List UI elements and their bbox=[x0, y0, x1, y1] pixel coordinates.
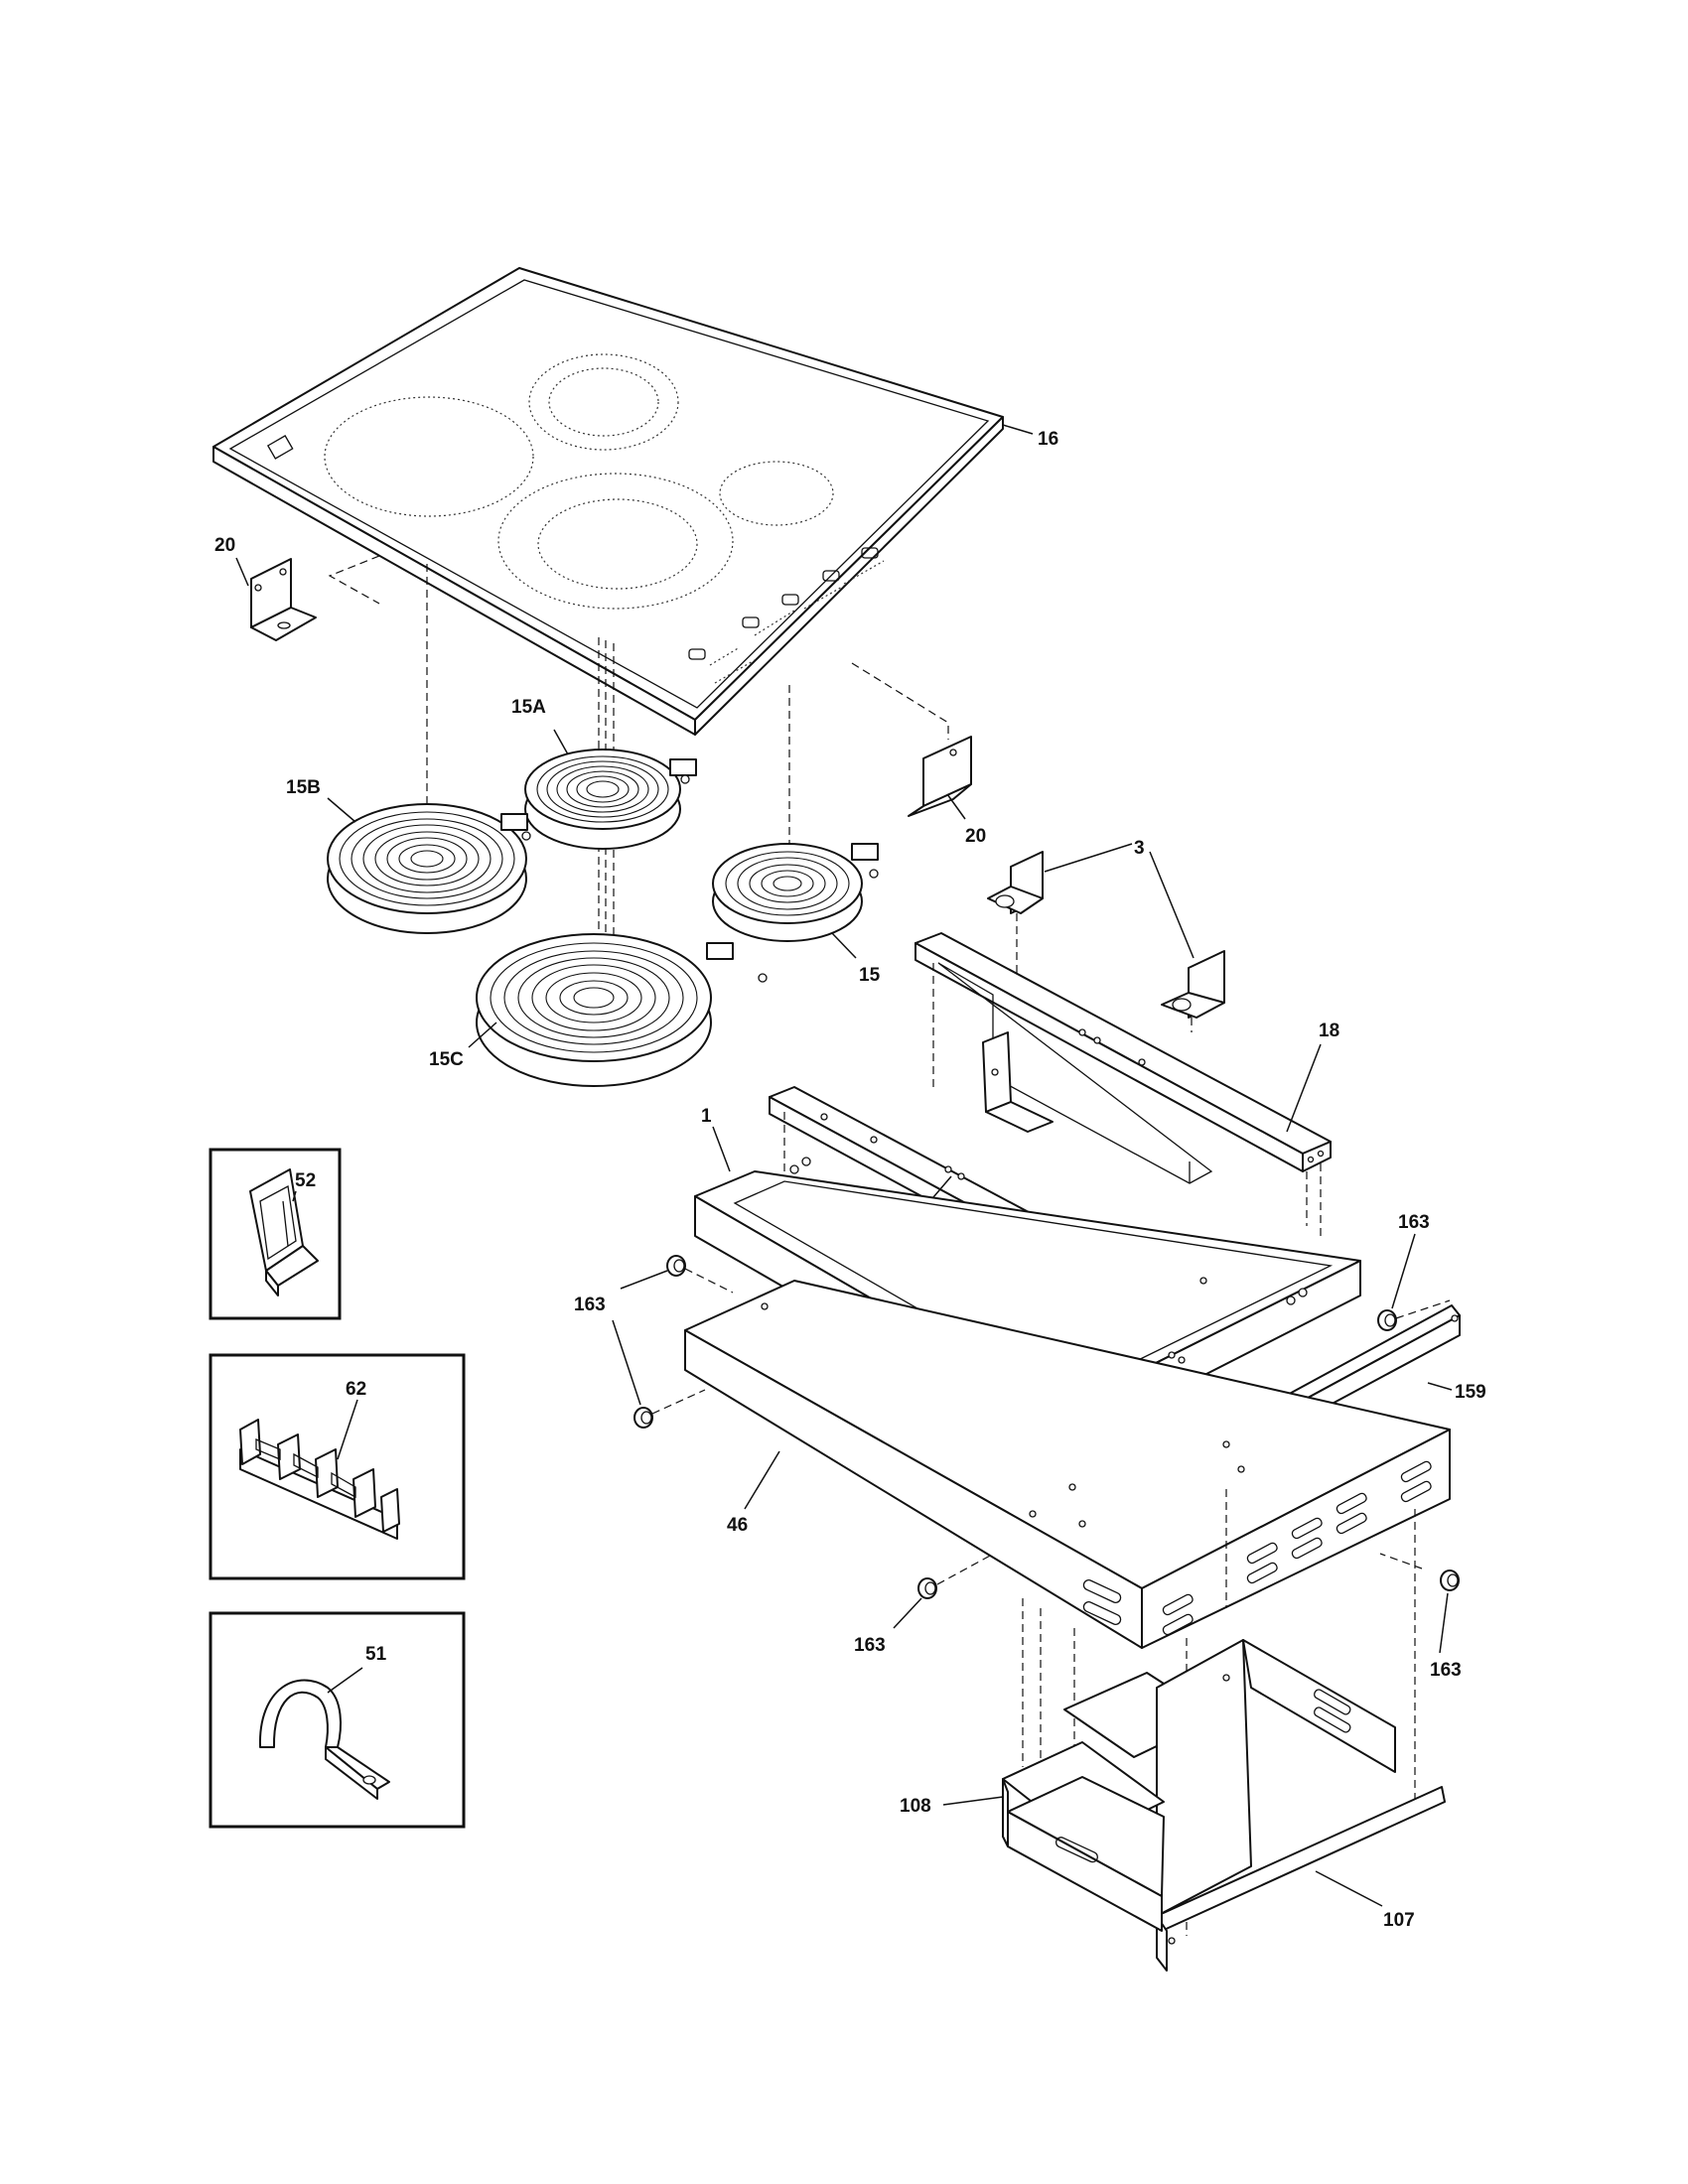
control-knob-markings bbox=[688, 547, 885, 684]
callout-18-upper: 18 bbox=[1319, 1021, 1339, 1041]
callout-1: 1 bbox=[701, 1106, 712, 1127]
lower-box-108 bbox=[1002, 1741, 1165, 1932]
inset-52 bbox=[209, 1148, 342, 1320]
base-pan-46 bbox=[684, 1280, 1451, 1649]
heating-element-15 bbox=[712, 843, 879, 942]
callout-62: 62 bbox=[346, 1379, 366, 1400]
callout-108: 108 bbox=[900, 1796, 931, 1817]
callout-20-left: 20 bbox=[214, 535, 235, 556]
callout-46: 46 bbox=[727, 1515, 748, 1536]
callout-15c: 15C bbox=[429, 1049, 464, 1070]
standoff-163-c bbox=[1377, 1309, 1397, 1331]
lower-box-107 bbox=[1156, 1639, 1446, 1972]
rail-18-upper bbox=[914, 932, 1332, 1184]
inset-62 bbox=[209, 1353, 466, 1580]
callout-163-d: 163 bbox=[854, 1635, 886, 1656]
cable-clamp-51 bbox=[258, 1679, 390, 1800]
heating-element-15c bbox=[476, 933, 768, 1087]
inset-51 bbox=[209, 1611, 466, 1829]
callout-51: 51 bbox=[365, 1644, 387, 1665]
callout-163-a: 163 bbox=[574, 1295, 606, 1315]
bracket-20-left bbox=[250, 558, 317, 641]
callout-15: 15 bbox=[859, 965, 881, 986]
standoff-163-a bbox=[666, 1255, 686, 1277]
standoff-163-d bbox=[917, 1577, 937, 1599]
callout-15a: 15A bbox=[511, 697, 546, 718]
heating-element-15b bbox=[327, 803, 531, 934]
callout-3: 3 bbox=[1134, 838, 1145, 859]
standoff-163-b bbox=[633, 1407, 653, 1429]
callout-52: 52 bbox=[295, 1170, 316, 1191]
terminal-block-62 bbox=[239, 1419, 400, 1540]
callout-20-right: 20 bbox=[965, 826, 986, 847]
callout-16: 16 bbox=[1038, 429, 1058, 450]
callout-15b: 15B bbox=[286, 777, 321, 798]
vent-slots bbox=[1082, 1460, 1432, 1636]
standoff-163-e bbox=[1440, 1570, 1460, 1591]
callout-107: 107 bbox=[1383, 1910, 1415, 1931]
cooktop-glass bbox=[212, 267, 1004, 736]
callout-159: 159 bbox=[1455, 1382, 1486, 1403]
callout-163-e: 163 bbox=[1430, 1660, 1462, 1681]
callout-163-c: 163 bbox=[1398, 1212, 1430, 1233]
spacer-bracket bbox=[982, 1031, 1054, 1133]
heating-element-15a bbox=[524, 749, 697, 850]
bracket-3-b bbox=[1161, 950, 1225, 1019]
bracket-3-a bbox=[987, 851, 1044, 914]
bracket-20-right bbox=[908, 736, 972, 817]
